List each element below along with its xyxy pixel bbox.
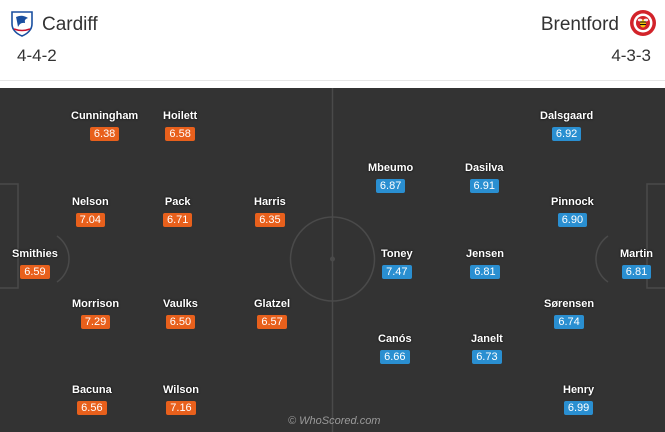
player-rating: 6.99: [563, 401, 594, 415]
player-home-nelson[interactable]: Nelson 7.04: [72, 196, 109, 227]
player-rating: 6.56: [77, 401, 107, 415]
player-home-bacuna[interactable]: Bacuna 6.56: [72, 384, 112, 415]
player-name: Canós: [378, 333, 412, 345]
player-away-toney[interactable]: Toney 7.47: [381, 248, 413, 279]
player-away-martin[interactable]: Martin 6.81: [620, 248, 653, 279]
player-rating: 6.59: [20, 265, 50, 279]
player-rating: 6.74: [554, 315, 584, 329]
player-away-canos[interactable]: Canós 6.66: [378, 333, 412, 364]
player-away-henry[interactable]: Henry 6.99: [563, 384, 594, 415]
player-rating: 6.71: [163, 213, 193, 227]
player-rating: 6.81: [470, 265, 500, 279]
pitch: Smithies 6.59 Cunningham 6.38 Nelson 7.0…: [0, 88, 665, 432]
player-away-janelt[interactable]: Janelt 6.73: [471, 333, 503, 364]
player-rating: 6.50: [165, 315, 196, 329]
away-formation: 4-3-3: [611, 46, 651, 65]
player-home-smithies[interactable]: Smithies 6.59: [12, 248, 58, 279]
player-rating: 7.29: [80, 315, 111, 329]
player-rating: 7.47: [382, 265, 412, 279]
player-away-jensen[interactable]: Jensen 6.81: [466, 248, 504, 279]
player-name: Hoilett: [163, 110, 198, 122]
player-name: Glatzel: [254, 298, 291, 310]
player-name: Jensen: [466, 248, 504, 260]
player-rating: 6.90: [557, 213, 588, 227]
home-team-name[interactable]: Cardiff: [42, 14, 98, 35]
player-name: Dalsgaard: [540, 110, 594, 122]
player-name: Mbeumo: [368, 162, 414, 174]
player-home-harris[interactable]: Harris 6.35: [254, 196, 286, 227]
player-name: Cunningham: [71, 110, 139, 122]
player-name: Harris: [254, 196, 286, 208]
player-home-wilson[interactable]: Wilson 7.16: [163, 384, 199, 415]
player-rating: 6.81: [621, 265, 652, 279]
player-away-sorensen[interactable]: Sørensen 6.74: [544, 298, 594, 329]
player-rating: 6.57: [257, 315, 287, 329]
player-away-dasilva[interactable]: Dasilva 6.91: [465, 162, 504, 193]
player-home-hoilett[interactable]: Hoilett 6.58: [163, 110, 197, 141]
player-rating: 6.66: [380, 350, 410, 364]
player-name: Janelt: [471, 333, 503, 345]
player-name: Wilson: [163, 384, 199, 396]
player-name: Smithies: [12, 248, 58, 260]
whoscored-watermark: © WhoScored.com: [288, 415, 381, 427]
player-rating: 6.35: [255, 213, 285, 227]
player-rating: 6.92: [551, 127, 582, 141]
player-name: Nelson: [72, 196, 109, 208]
match-header: Cardiff 4-4-2 Brentford 4-3-3: [0, 0, 665, 88]
player-name: Sørensen: [544, 298, 595, 310]
player-name: Vaulks: [163, 298, 198, 310]
player-name: Toney: [381, 248, 413, 260]
player-home-cunningham[interactable]: Cunningham 6.38: [71, 110, 138, 141]
player-rating: 6.58: [165, 127, 195, 141]
player-name: Pack: [164, 196, 191, 208]
player-name: Henry: [563, 384, 595, 396]
player-home-glatzel[interactable]: Glatzel 6.57: [254, 298, 290, 329]
away-team-name[interactable]: Brentford: [540, 14, 619, 35]
player-home-vaulks[interactable]: Vaulks 6.50: [163, 298, 198, 329]
player-home-morrison[interactable]: Morrison 7.29: [72, 298, 119, 329]
player-away-pinnock[interactable]: Pinnock 6.90: [551, 196, 594, 227]
player-rating: 6.87: [375, 179, 406, 193]
player-home-pack[interactable]: Pack 6.71: [163, 196, 193, 227]
home-formation: 4-4-2: [17, 46, 57, 65]
player-rating: 7.04: [75, 213, 106, 227]
player-away-dalsgaard[interactable]: Dalsgaard 6.92: [540, 110, 593, 141]
header-divider: [0, 80, 665, 81]
pitch-markings: [0, 88, 665, 432]
player-name: Dasilva: [465, 162, 504, 174]
player-rating: 6.91: [469, 179, 499, 193]
brentford-crest-icon: [630, 10, 656, 36]
player-away-mbeumo[interactable]: Mbeumo 6.87: [368, 162, 413, 193]
cardiff-crest-icon: [11, 11, 33, 37]
player-rating: 6.38: [89, 127, 120, 141]
player-name: Bacuna: [72, 384, 112, 396]
player-name: Martin: [620, 248, 653, 260]
player-rating: 7.16: [166, 401, 196, 415]
player-name: Morrison: [72, 298, 120, 310]
player-rating: 6.73: [472, 350, 502, 364]
player-name: Pinnock: [551, 196, 594, 208]
